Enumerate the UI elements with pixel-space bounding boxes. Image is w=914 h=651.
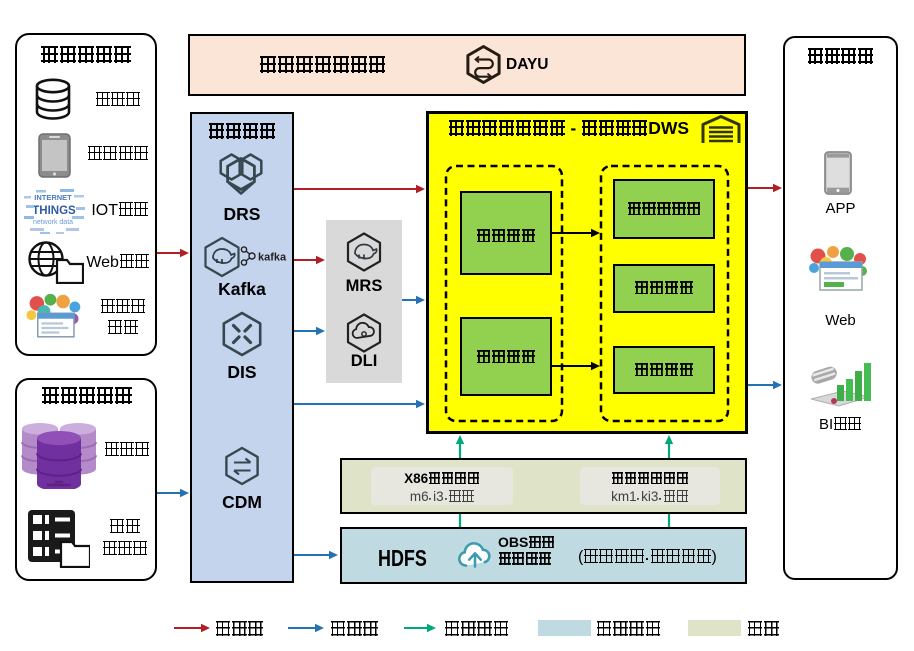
svg-text:INTERNET: INTERNET xyxy=(34,193,72,202)
svg-text:network data: network data xyxy=(33,219,73,226)
svg-text:kafka: kafka xyxy=(258,252,287,264)
svg-text:THINGS: THINGS xyxy=(32,205,76,217)
